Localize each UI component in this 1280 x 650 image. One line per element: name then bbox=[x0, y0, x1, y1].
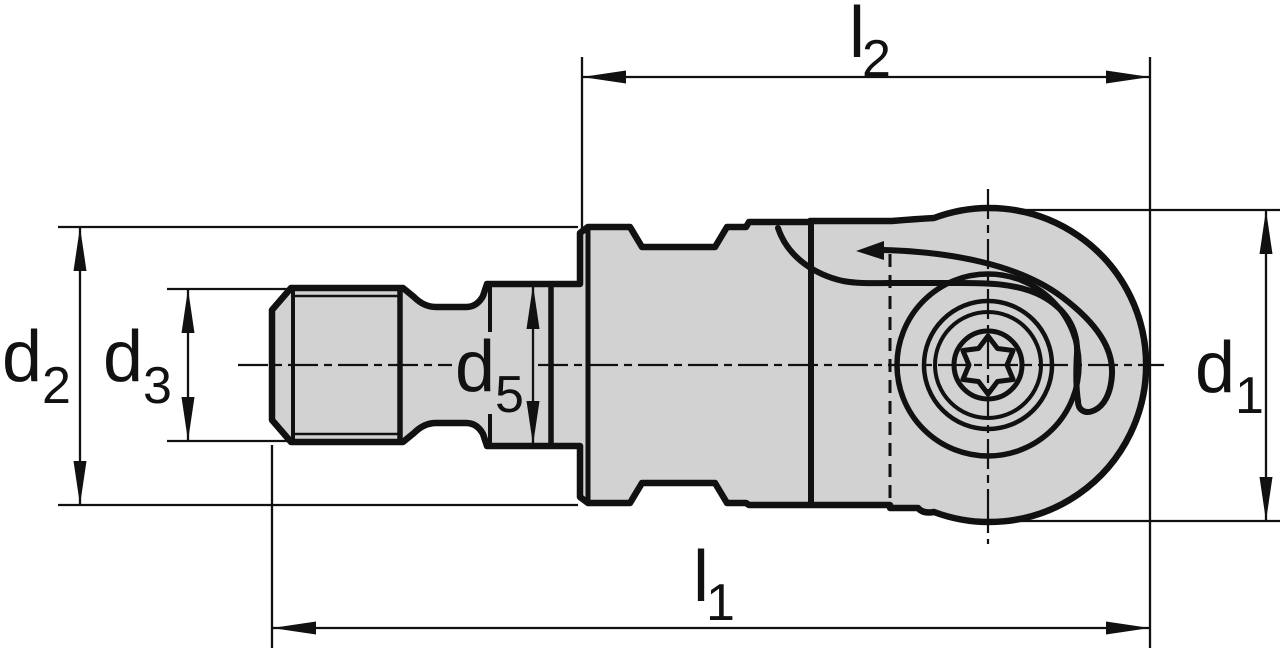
d5-arrow-top bbox=[526, 285, 540, 329]
gash-blend-arc bbox=[775, 225, 893, 287]
d2-arrow-top bbox=[73, 227, 87, 271]
label-d5-sub: 5 bbox=[495, 366, 524, 424]
label-d2-sub: 2 bbox=[42, 357, 71, 415]
l2-arrow-right bbox=[1106, 70, 1150, 84]
label-l1: l bbox=[693, 537, 709, 617]
label-l1-sub: 1 bbox=[706, 574, 735, 632]
dimension-arrowheads bbox=[73, 70, 1273, 635]
centerlines bbox=[238, 189, 1164, 544]
d1-arrow-bottom bbox=[1259, 477, 1273, 521]
d3-arrow-top bbox=[181, 289, 195, 333]
d3-arrow-bottom bbox=[181, 397, 195, 441]
label-l2-sub: 2 bbox=[862, 30, 891, 88]
label-d2: d bbox=[2, 317, 42, 397]
l2-arrow-left bbox=[582, 70, 626, 84]
dimension-graphics bbox=[58, 57, 1280, 648]
d5-label-mask bbox=[452, 332, 538, 414]
gash-outer-curve bbox=[881, 247, 1116, 415]
dimension-d2 bbox=[58, 225, 578, 507]
d5-arrow-bottom bbox=[526, 401, 540, 445]
d1-arrow-top bbox=[1259, 210, 1273, 254]
l1-arrow-left bbox=[272, 621, 316, 635]
label-d3-sub: 3 bbox=[143, 357, 172, 415]
dimension-l2 bbox=[580, 57, 1150, 230]
dimension-l1 bbox=[270, 445, 1150, 648]
label-d3: d bbox=[103, 317, 143, 397]
l1-arrow-right bbox=[1106, 621, 1150, 635]
label-d1: d bbox=[1195, 328, 1235, 408]
d2-arrow-bottom bbox=[73, 461, 87, 505]
dimension-labels: l 2 l 1 d 2 d 3 d 5 d 1 bbox=[2, 0, 1264, 632]
cutting-edge-tip bbox=[856, 241, 884, 260]
dimension-d1 bbox=[990, 208, 1280, 523]
label-d5: d bbox=[455, 327, 495, 407]
label-d1-sub: 1 bbox=[1235, 367, 1264, 425]
label-l2: l bbox=[849, 0, 865, 73]
